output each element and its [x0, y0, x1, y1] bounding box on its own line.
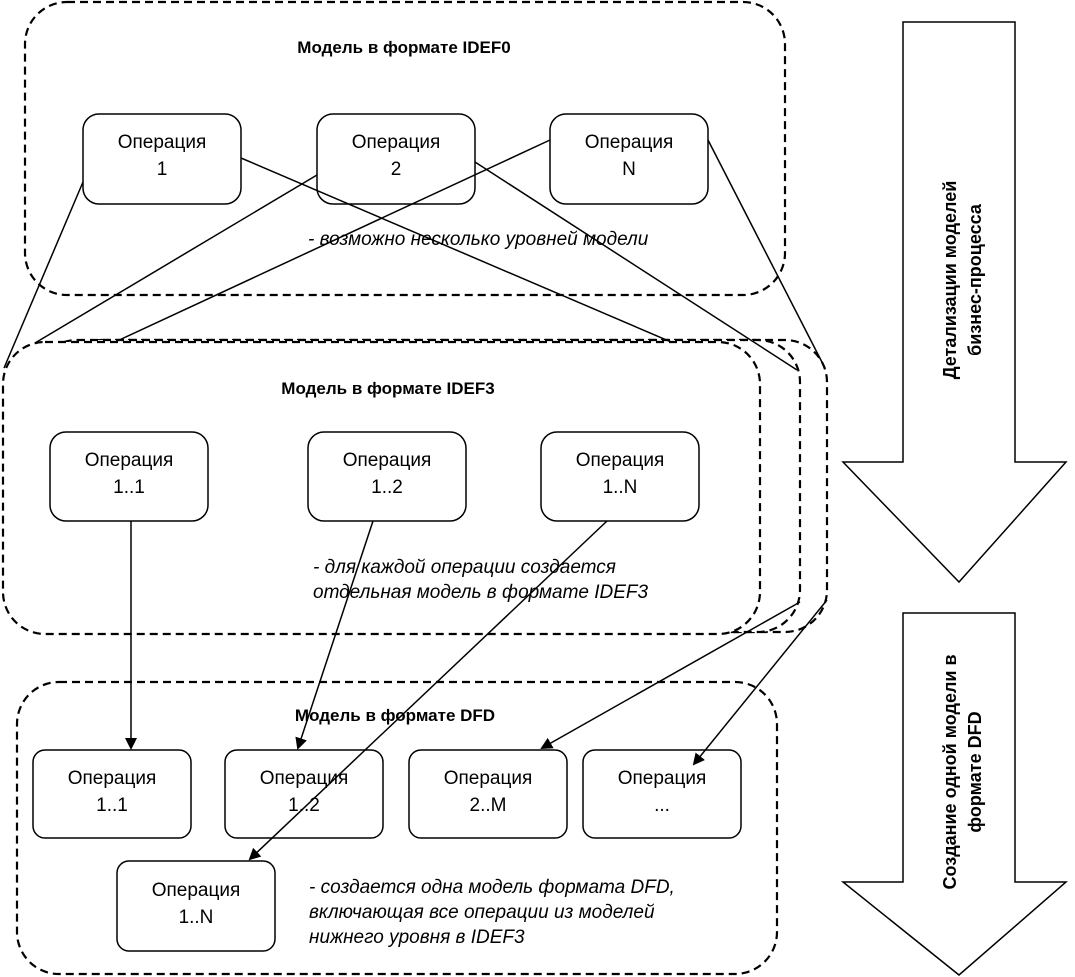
dfd-note-line3: нижнего уровня в IDEF3: [309, 927, 525, 948]
idef3-op-1-n: [540, 431, 700, 522]
side-arrow-detailing: [841, 21, 1068, 584]
idef0-op-1: [82, 113, 242, 205]
arrow-idef3-1-2-to-dfd-1-2: [295, 520, 374, 750]
idef3-op-1-2-num: 1..2: [371, 477, 403, 498]
idef3-op-1-1: [49, 431, 209, 522]
dfd-op-1-2-label: Операция: [260, 768, 349, 789]
idef0-note: - возможно несколько уровней модели: [308, 229, 649, 250]
idef0-op-1-num: 1: [157, 159, 168, 180]
arrow-idef3-back1-to-dfd-2-m: [540, 601, 801, 749]
dfd-op-more: [582, 749, 742, 839]
side-arrow-dfd-creation-line1: Создание одной модели в: [940, 654, 960, 889]
arrow-idef3-1-n-to-dfd-1-n: [248, 520, 608, 861]
dfd-title: Модель в формате DFD: [295, 706, 495, 725]
idef3-op-1-n-label: Операция: [576, 450, 665, 471]
dfd-frame: [15, 680, 779, 976]
idef0-op-n: [549, 113, 709, 205]
idef0-op-n-num: N: [622, 159, 636, 180]
dfd-op-1-1: [32, 749, 192, 839]
idef0-frame: [23, 0, 787, 297]
idef3-op-1-2-label: Операция: [343, 450, 432, 471]
arrow-idef3-back2-to-dfd-more: [692, 599, 828, 766]
connector-op1-to-idef3-left: [3, 181, 84, 369]
idef3-title: Модель в формате IDEF3: [281, 379, 494, 398]
connector-opn-to-idef3-right: [707, 139, 826, 369]
connector-op2-to-idef3-left: [34, 174, 318, 344]
side-arrow-detailing-line1: Детализации моделей: [940, 181, 960, 380]
dfd-op-1-n-label: Операция: [152, 880, 241, 901]
dfd-op-1-2: [224, 749, 384, 839]
side-arrow-dfd-creation-line2: формате DFD: [965, 711, 985, 832]
dfd-op-more-num: ...: [654, 795, 670, 816]
dfd-note-line1: - создается одна модель формата DFD,: [309, 877, 675, 898]
dfd-op-1-n-num: 1..N: [179, 907, 214, 928]
connector-opn-to-idef3-left: [114, 139, 551, 343]
idef3-note-line1: - для каждой операции создается: [313, 557, 616, 578]
idef0-title: Модель в формате IDEF0: [297, 38, 510, 57]
idef0-op-1-label: Операция: [118, 132, 207, 153]
dfd-note-line2: включающая все операции из моделей: [309, 902, 655, 923]
idef3-note-line2: отдельная модель в формате IDEF3: [313, 582, 649, 603]
idef3-op-1-1-label: Операция: [85, 450, 174, 471]
idef0-op-2-label: Операция: [352, 132, 441, 153]
idef3-op-1-2: [307, 431, 467, 522]
dfd-op-2-m-label: Операция: [444, 768, 533, 789]
dfd-op-more-label: Операция: [618, 768, 707, 789]
idef0-op-2: [316, 113, 476, 205]
dfd-op-2-m-num: 2..M: [470, 795, 507, 816]
dfd-op-1-1-label: Операция: [68, 768, 157, 789]
dfd-op-1-1-num: 1..1: [96, 795, 128, 816]
side-arrow-dfd-creation: [840, 612, 1069, 976]
idef3-op-1-1-num: 1..1: [113, 477, 145, 498]
idef0-op-n-label: Операция: [585, 132, 674, 153]
idef3-op-1-n-num: 1..N: [603, 477, 638, 498]
side-arrow-detailing-line2: бизнес-процесса: [965, 203, 985, 356]
idef0-op-2-num: 2: [391, 159, 402, 180]
connector-op2-to-idef3-right: [474, 161, 798, 371]
dfd-op-2-m: [408, 749, 568, 839]
dfd-op-1-n: [116, 860, 276, 952]
